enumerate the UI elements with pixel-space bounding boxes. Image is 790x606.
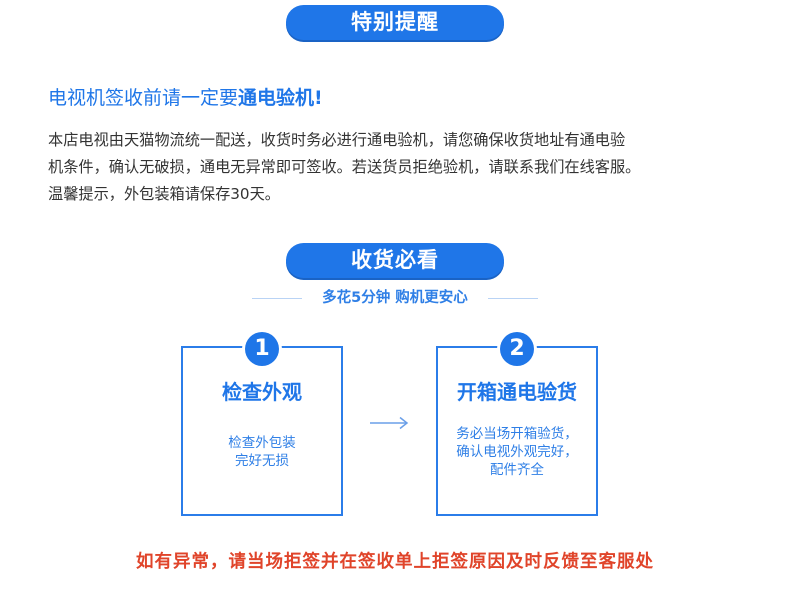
- step-desc-line: 配件齐全: [490, 462, 544, 478]
- receipt-subtitle: 多花5分钟 购机更安心: [0, 287, 790, 309]
- subtitle-divider-right: [488, 298, 538, 299]
- receipt-title-pill: 收货必看: [286, 243, 504, 278]
- footer-warning: 如有异常，请当场拒签并在签收单上拒签原因及时反馈至客服处: [136, 552, 654, 572]
- reminder-headline: 电视机签收前请一定要通电验机!: [48, 83, 323, 110]
- reminder-body: 本店电视由天猫物流统一配送，收货时务必进行通电验机，请您确保收货地址有通电验 机…: [48, 127, 760, 208]
- reminder-title-pill: 特别提醒: [286, 5, 504, 40]
- subtitle-divider-left: [252, 298, 302, 299]
- body-line: 机条件，确认无破损，通电无异常即可签收。若送货员拒绝验机，请联系我们在线客服。: [48, 158, 641, 176]
- reminder-title: 特别提醒: [351, 10, 439, 34]
- headline-strong: 通电验机!: [238, 87, 323, 109]
- step-desc-line: 完好无损: [235, 453, 289, 469]
- step-title: 开箱通电验货: [457, 380, 577, 404]
- step-card-1: 1 检查外观 检查外包装 完好无损: [181, 332, 343, 516]
- body-line: 温馨提示，外包装箱请保存30天。: [48, 185, 280, 203]
- arrow-right-icon: [370, 416, 409, 430]
- headline-normal: 电视机签收前请一定要: [48, 87, 239, 109]
- subtitle-text: 多花5分钟 购机更安心: [322, 290, 468, 306]
- receipt-title: 收货必看: [351, 248, 439, 272]
- step-desc-line: 检查外包装: [228, 435, 296, 451]
- step-number-badge: 2: [500, 332, 534, 366]
- step-desc-line: 务必当场开箱验货，: [456, 426, 578, 442]
- step-description: 检查外包装 完好无损: [183, 434, 341, 470]
- step-number-badge: 1: [245, 332, 279, 366]
- step-desc-line: 确认电视外观完好，: [456, 444, 578, 460]
- step-description: 务必当场开箱验货， 确认电视外观完好， 配件齐全: [438, 425, 596, 479]
- body-line: 本店电视由天猫物流统一配送，收货时务必进行通电验机，请您确保收货地址有通电验: [48, 131, 626, 149]
- step-card-2: 2 开箱通电验货 务必当场开箱验货， 确认电视外观完好， 配件齐全: [436, 332, 598, 516]
- step-title: 检查外观: [222, 380, 302, 404]
